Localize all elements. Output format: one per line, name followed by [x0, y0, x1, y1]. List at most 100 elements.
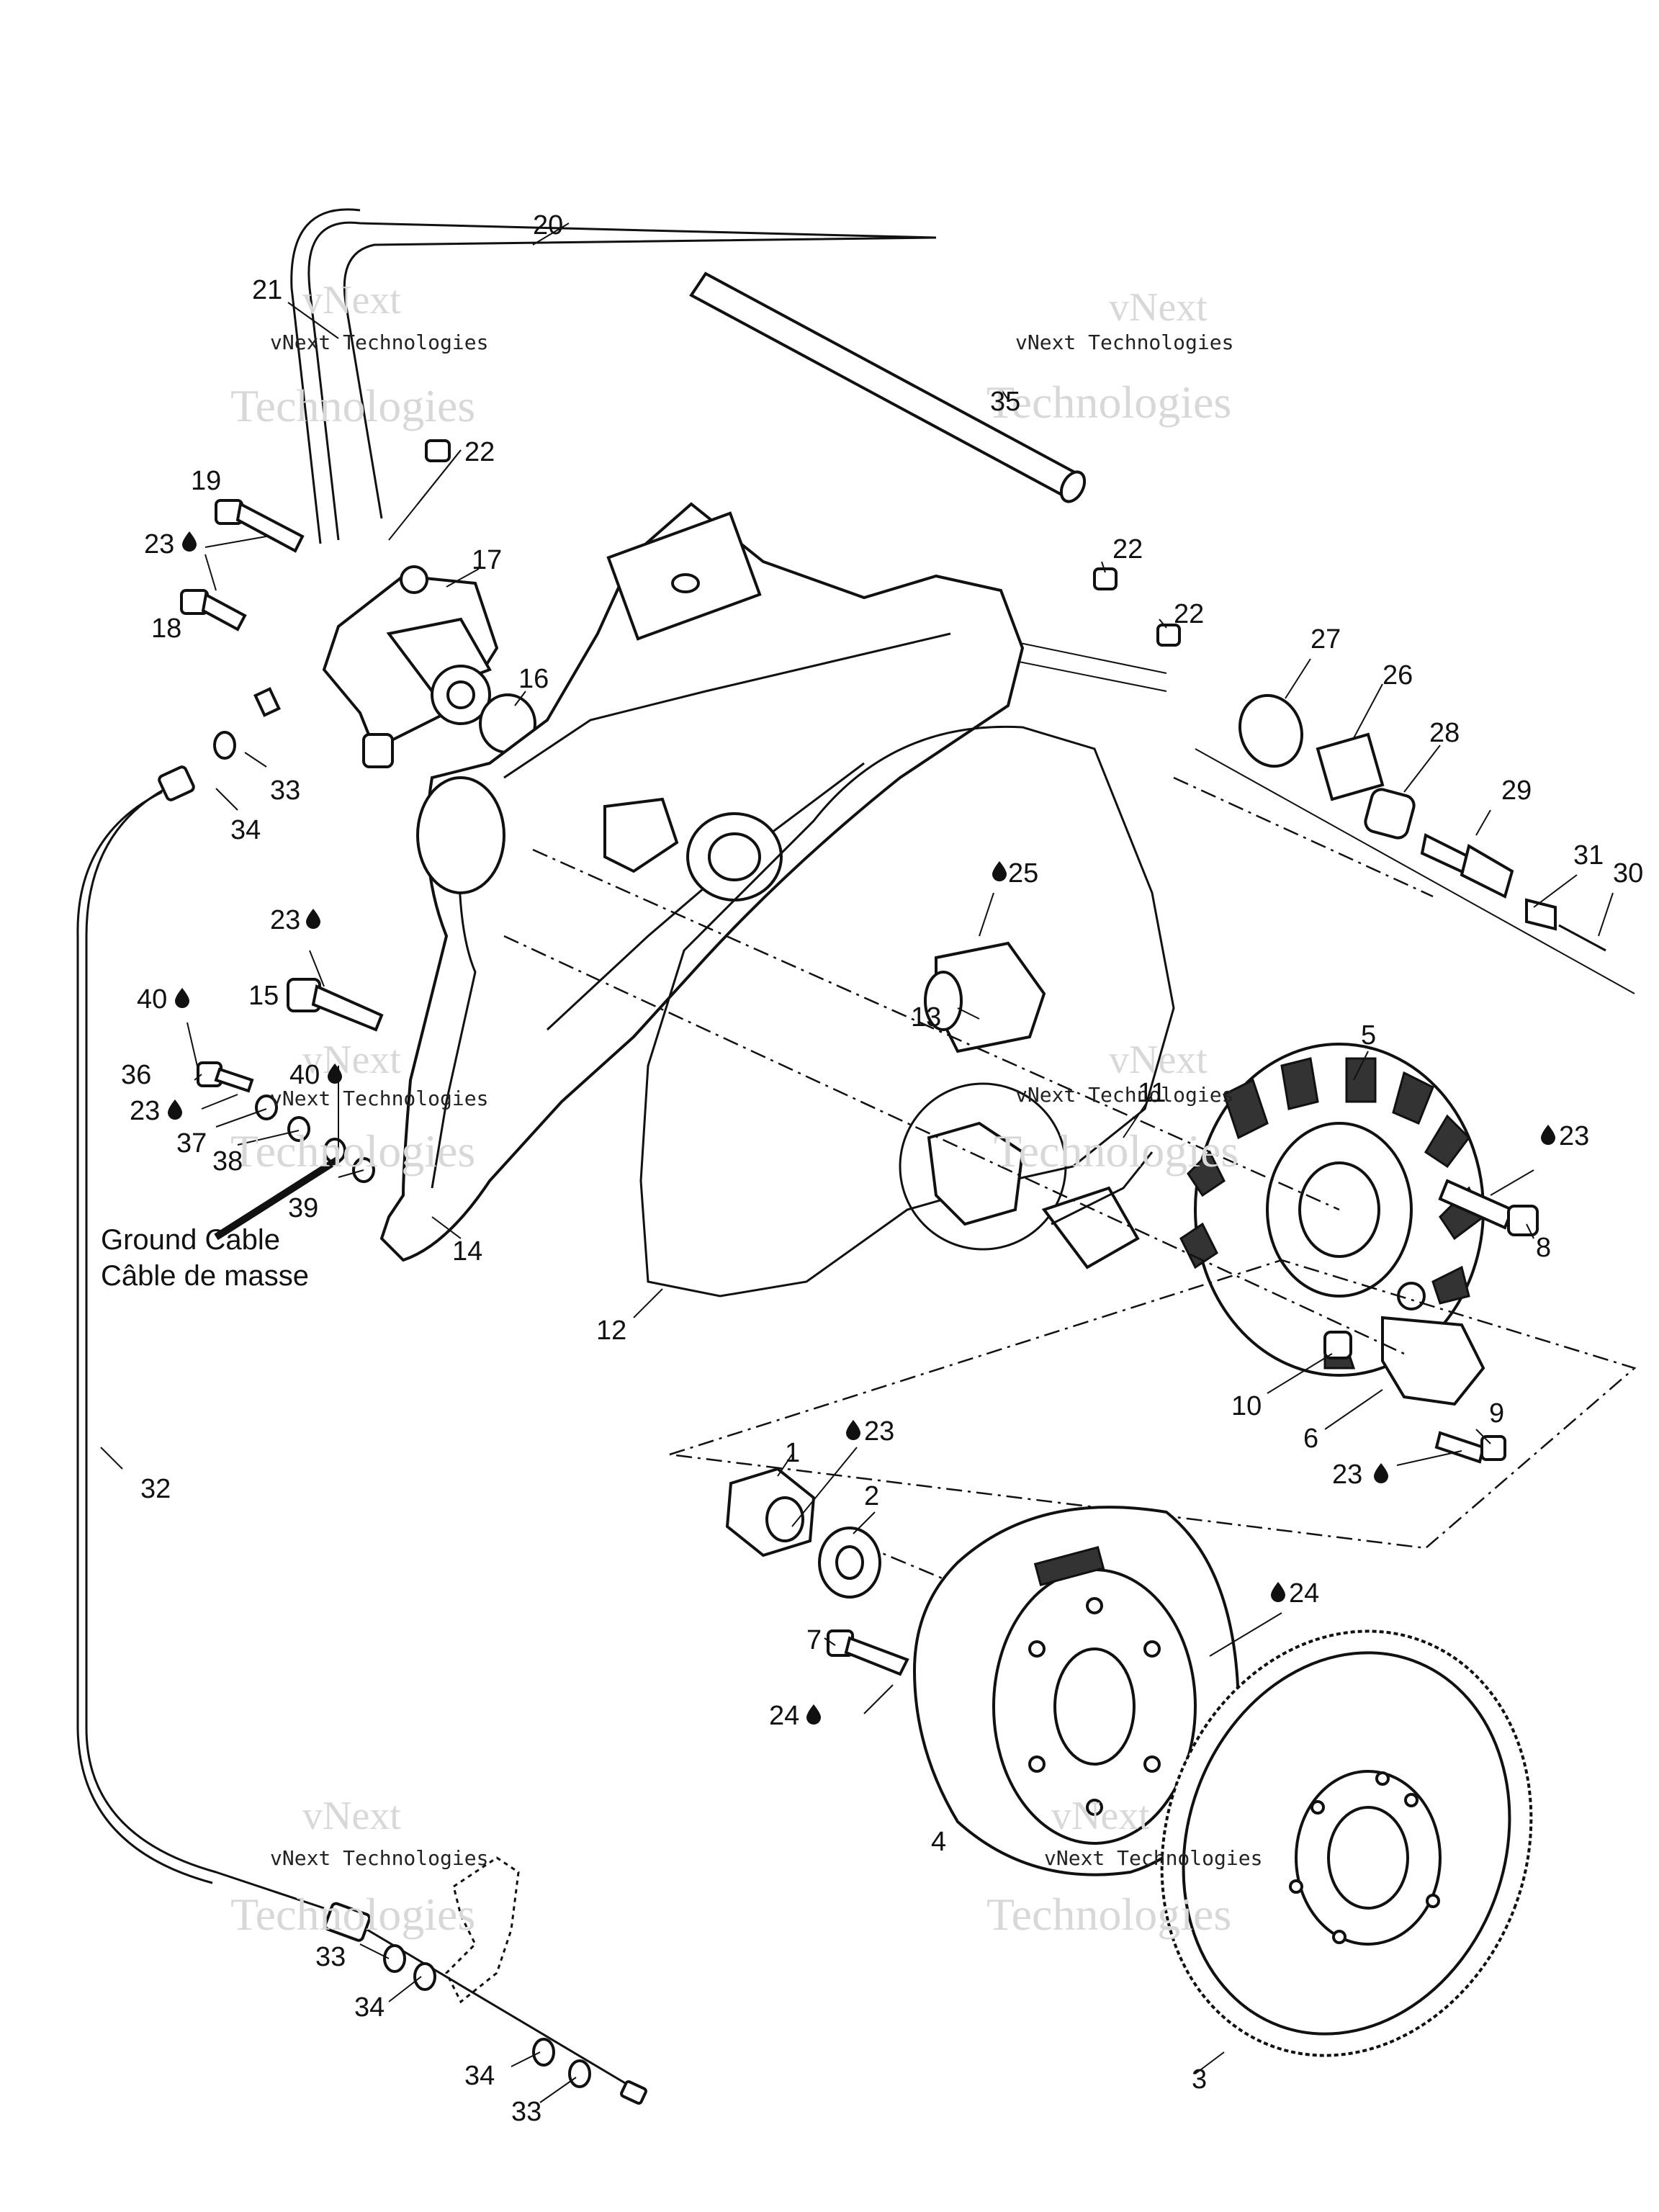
svg-text:vNext Technologies: vNext Technologies — [270, 331, 488, 354]
label-33-lower-right: 33 — [511, 2097, 541, 2127]
label-14: 14 — [452, 1236, 482, 1267]
label-23-right: 23 — [1559, 1121, 1589, 1151]
drop-icon — [992, 861, 1007, 881]
ground-cable-wire — [214, 1156, 341, 1241]
label-33-lower-left: 33 — [315, 1942, 346, 1972]
label-31: 31 — [1573, 840, 1604, 871]
leader-lines — [100, 222, 1614, 2103]
label-29: 29 — [1501, 775, 1532, 806]
svg-text:vNext: vNext — [1109, 285, 1208, 330]
label-2: 2 — [864, 1481, 879, 1511]
callout-labels: 20 21 22 19 23 17 18 16 33 34 35 22 22 2… — [121, 210, 1643, 2127]
label-38: 38 — [212, 1146, 243, 1177]
svg-text:Technologies: Technologies — [230, 1125, 475, 1177]
svg-text:Technologies: Technologies — [986, 377, 1231, 428]
label-22-upper: 22 — [464, 437, 495, 467]
svg-text:vNext Technologies: vNext Technologies — [1015, 1083, 1233, 1107]
label-24-left: 24 — [769, 1701, 799, 1731]
label-7: 7 — [806, 1625, 822, 1655]
label-35: 35 — [990, 387, 1020, 417]
label-23-upper-left: 23 — [144, 529, 174, 559]
label-25: 25 — [1008, 858, 1038, 889]
label-18: 18 — [151, 613, 181, 644]
svg-text:vNext Technologies: vNext Technologies — [270, 1846, 488, 1870]
label-37: 37 — [176, 1128, 207, 1159]
stator-bolt — [1438, 1179, 1539, 1236]
label-22-mid: 22 — [1112, 534, 1143, 565]
svg-text:vNext Technologies: vNext Technologies — [1015, 331, 1233, 354]
label-13: 13 — [911, 1002, 941, 1033]
bolts-upper-left — [180, 499, 305, 631]
drop-icon — [1374, 1463, 1388, 1483]
label-8: 8 — [1536, 1233, 1551, 1263]
hose-loop — [290, 208, 937, 544]
label-36: 36 — [121, 1060, 151, 1090]
svg-text:vNext Technologies: vNext Technologies — [270, 1087, 488, 1110]
label-34-lower-left: 34 — [354, 1992, 385, 2023]
label-32: 32 — [140, 1474, 171, 1504]
tube — [689, 271, 1087, 503]
drop-icon — [1271, 1582, 1285, 1602]
drop-icon — [1541, 1125, 1555, 1145]
rotor-hardware — [725, 1467, 909, 1676]
svg-text:vNext: vNext — [1109, 1038, 1208, 1082]
label-22-right: 22 — [1174, 599, 1204, 629]
svg-text:Technologies: Technologies — [230, 1889, 475, 1940]
label-23-lower-right: 23 — [1332, 1460, 1362, 1490]
svg-text:vNext: vNext — [302, 278, 401, 323]
drop-icon — [306, 909, 320, 929]
pump-body — [322, 565, 499, 768]
label-23-left-lower: 23 — [130, 1096, 160, 1126]
svg-text:vNext: vNext — [1051, 1794, 1150, 1838]
drop-icon — [175, 988, 189, 1008]
label-10: 10 — [1231, 1391, 1262, 1421]
label-12: 12 — [596, 1316, 626, 1346]
label-40-mid: 40 — [289, 1060, 320, 1090]
ground-cable-caption: Ground Cable Câble de masse — [101, 1224, 309, 1292]
label-24-right: 24 — [1289, 1578, 1319, 1609]
label-11: 11 — [1138, 1078, 1166, 1108]
gasket — [639, 725, 1175, 1298]
label-17: 17 — [472, 545, 502, 575]
label-19: 19 — [191, 466, 221, 496]
drop-icon — [846, 1420, 860, 1440]
throttle-cable — [76, 687, 647, 2105]
label-23-lower: 23 — [864, 1416, 894, 1447]
ground-cable-label-fr: Câble de masse — [101, 1260, 309, 1292]
svg-text:Technologies: Technologies — [230, 380, 475, 431]
label-30: 30 — [1613, 858, 1643, 889]
label-28: 28 — [1429, 718, 1460, 748]
drop-icon — [806, 1704, 821, 1725]
label-34-lower-right: 34 — [464, 2061, 495, 2091]
watermark-bottom-right: vNext vNext Technologies Technologies — [986, 1794, 1262, 1940]
label-33-upper: 33 — [270, 775, 300, 806]
watermark-mid-left: vNext vNext Technologies Technologies — [230, 1038, 488, 1177]
label-4: 4 — [931, 1827, 946, 1857]
label-9: 9 — [1489, 1398, 1504, 1429]
label-40-left: 40 — [137, 984, 167, 1015]
drop-icon — [182, 531, 197, 552]
watermark-top-right: vNext vNext Technologies Technologies — [986, 285, 1233, 428]
svg-text:vNext: vNext — [302, 1794, 401, 1838]
label-5: 5 — [1361, 1020, 1376, 1051]
label-20: 20 — [533, 210, 563, 240]
watermark-mid-right: vNext vNext Technologies Technologies — [994, 1038, 1238, 1177]
label-1: 1 — [785, 1438, 800, 1468]
label-26: 26 — [1382, 660, 1413, 691]
label-3: 3 — [1192, 2064, 1207, 2095]
label-16: 16 — [518, 664, 549, 694]
label-34-upper: 34 — [230, 815, 261, 845]
drop-icon — [168, 1100, 182, 1120]
detail-circle — [899, 1082, 1154, 1269]
svg-text:vNext Technologies: vNext Technologies — [1044, 1846, 1262, 1870]
svg-text:Technologies: Technologies — [986, 1889, 1231, 1940]
sleeve — [924, 941, 1046, 1053]
label-15: 15 — [248, 981, 279, 1011]
ground-cable-label-en: Ground Cable — [101, 1224, 280, 1256]
label-27: 27 — [1310, 624, 1341, 655]
watermark-bottom-left: vNext vNext Technologies Technologies — [230, 1794, 488, 1940]
label-21: 21 — [252, 275, 282, 305]
svg-text:Technologies: Technologies — [994, 1125, 1238, 1177]
label-23-mid: 23 — [270, 905, 300, 935]
